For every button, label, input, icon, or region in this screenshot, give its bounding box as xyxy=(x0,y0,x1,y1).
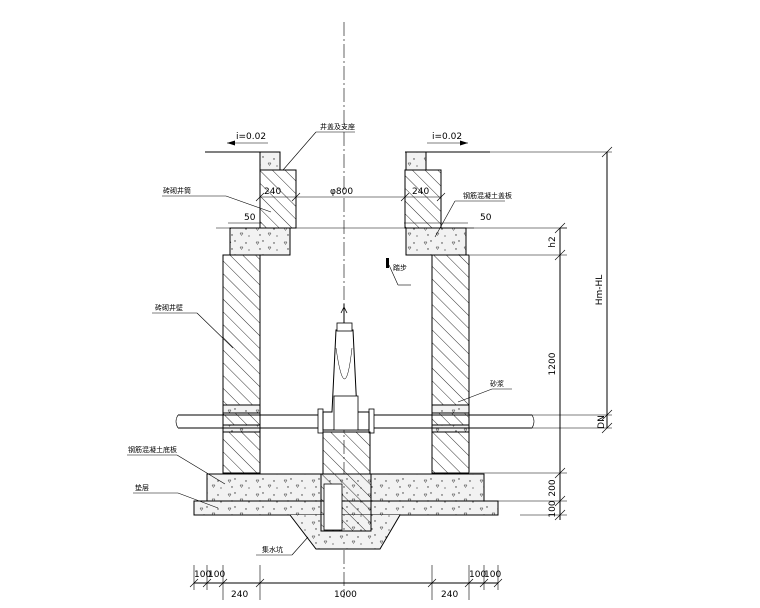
label-sump: 集水坑 xyxy=(262,545,283,554)
dim-phi800: φ800 xyxy=(330,187,353,197)
mortar-band-right-1 xyxy=(431,404,470,414)
slope-label-right: i=0.02 xyxy=(432,132,462,142)
cover-seat-left xyxy=(259,151,281,171)
shaft-wall-right xyxy=(404,169,442,229)
dim-b100-c: 100 xyxy=(469,570,486,580)
lower-wall-right xyxy=(431,254,470,474)
cover-slab-right xyxy=(405,227,467,256)
dim-b1000: 1000 xyxy=(334,590,357,600)
dim-dn: DN xyxy=(597,415,607,429)
dim-1200: 1200 xyxy=(548,352,558,375)
dim-b240-left: 240 xyxy=(231,590,248,600)
dim-h2: h2 xyxy=(548,236,558,247)
dim-50-left: 50 xyxy=(244,213,256,223)
label-brick-wall: 砖砌井壁 xyxy=(155,303,183,312)
label-brick-shaft: 砖砌井筒 xyxy=(163,186,191,195)
label-cushion: 垫层 xyxy=(135,483,149,492)
cover-seat-right xyxy=(405,151,427,171)
lower-wall-left xyxy=(222,254,261,474)
dim-b100-a: 100 xyxy=(194,570,211,580)
gate-valve xyxy=(317,304,375,434)
slope-arrow-left xyxy=(227,140,268,146)
slope-arrow-right xyxy=(427,140,468,146)
dim-b100-b: 100 xyxy=(208,570,225,580)
label-step: 踏步 xyxy=(393,263,407,272)
label-cover: 井盖及支座 xyxy=(320,122,355,131)
dim-50-right: 50 xyxy=(480,213,492,223)
dim-b240-right: 240 xyxy=(441,590,458,600)
dim-hm-hl: Hm-HL xyxy=(595,275,605,306)
shaft-wall-left xyxy=(259,169,297,229)
sump-pit xyxy=(289,514,401,550)
valve-support-pier xyxy=(322,431,371,475)
slope-label-left: i=0.02 xyxy=(236,132,266,142)
label-waterproof: 砂浆 xyxy=(490,379,504,388)
dim-240-right: 240 xyxy=(412,187,429,197)
dim-100: 100 xyxy=(548,500,558,517)
cover-slab-left xyxy=(229,227,291,256)
dim-b100-d: 100 xyxy=(484,570,501,580)
dim-240-left: 240 xyxy=(264,187,281,197)
label-rc-base: 钢筋混凝土底板 xyxy=(128,445,177,454)
step-marker xyxy=(386,258,411,286)
dim-200: 200 xyxy=(548,479,558,496)
mortar-band-left-1 xyxy=(222,404,261,414)
label-rc-cover-slab: 钢筋混凝土盖板 xyxy=(463,191,512,200)
